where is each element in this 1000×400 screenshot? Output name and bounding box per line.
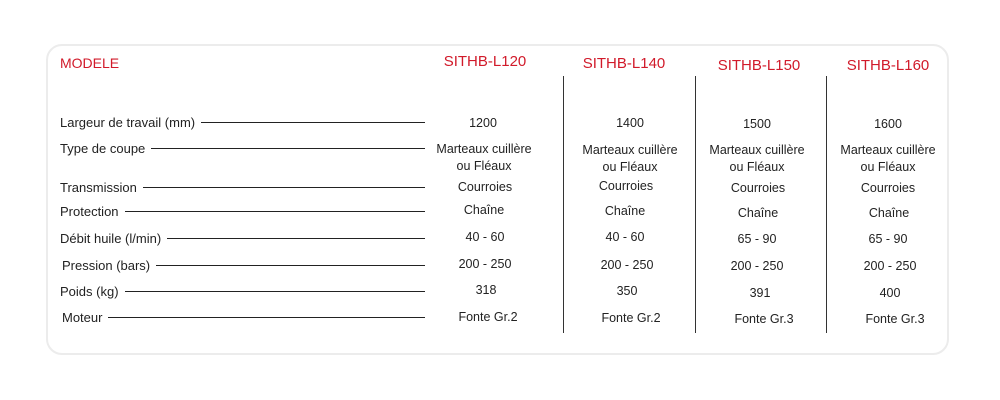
spec-cell: Chaîne — [463, 203, 505, 217]
spec-label-text: Poids (kg) — [60, 284, 119, 299]
spec-label-text: Type de coupe — [60, 141, 146, 156]
spec-row-label: Débit huile (l/min) — [60, 231, 425, 246]
spec-cell: 350 — [616, 284, 638, 298]
leader-line — [151, 148, 425, 149]
spec-cell: Marteaux cuillère ou Fléaux — [436, 142, 532, 173]
leader-line — [167, 238, 425, 239]
spec-row-label: Largeur de travail (mm) — [60, 115, 425, 130]
leader-line — [108, 317, 425, 318]
spec-label-text: Largeur de travail (mm) — [60, 115, 196, 130]
spec-cell: 40 - 60 — [605, 230, 645, 244]
spec-row-label: Protection — [60, 204, 425, 219]
column-separator — [563, 76, 564, 333]
spec-table-card — [46, 44, 949, 355]
spec-row-label: Poids (kg) — [60, 284, 425, 299]
spec-cell: Marteaux cuillère ou Fléaux — [582, 143, 678, 174]
spec-cell: 391 — [749, 286, 771, 300]
leader-line — [156, 265, 425, 266]
spec-cell: Chaîne — [604, 204, 646, 218]
column-separator — [695, 76, 696, 333]
spec-cell: Fonte Gr.2 — [458, 310, 518, 324]
spec-row-label: Moteur — [62, 310, 425, 325]
leader-line — [201, 122, 425, 123]
model-name-sithb-l150: SITHB-L150 — [717, 57, 801, 74]
spec-cell: 1600 — [874, 117, 902, 131]
spec-label-text: Protection — [60, 204, 119, 219]
model-column-header: MODELE — [60, 55, 120, 71]
spec-cell: 318 — [475, 283, 497, 297]
model-name-sithb-l160: SITHB-L160 — [846, 57, 930, 74]
spec-cell: 400 — [879, 286, 901, 300]
model-name-sithb-l120: SITHB-L120 — [443, 53, 527, 70]
spec-cell: 1500 — [743, 117, 771, 131]
spec-cell: Fonte Gr.2 — [601, 311, 661, 325]
model-name-sithb-l140: SITHB-L140 — [582, 55, 666, 72]
spec-label-text: Débit huile (l/min) — [60, 231, 162, 246]
spec-cell: Chaîne — [737, 206, 779, 220]
spec-cell: Courroies — [860, 181, 916, 195]
spec-cell: 65 - 90 — [868, 232, 908, 246]
column-separator — [826, 76, 827, 333]
spec-cell: Courroies — [730, 181, 786, 195]
spec-cell: 200 - 250 — [863, 259, 917, 273]
spec-cell: Chaîne — [868, 206, 910, 220]
spec-cell: 1200 — [469, 116, 497, 130]
spec-cell: Fonte Gr.3 — [734, 312, 794, 326]
leader-line — [124, 211, 425, 212]
spec-cell: 40 - 60 — [465, 230, 505, 244]
spec-cell: 1400 — [616, 116, 644, 130]
spec-cell: Marteaux cuillère ou Fléaux — [840, 143, 936, 174]
leader-line — [142, 187, 425, 188]
spec-cell: 200 - 250 — [600, 258, 654, 272]
spec-label-text: Moteur — [62, 310, 103, 325]
spec-cell: Marteaux cuillère ou Fléaux — [709, 143, 805, 174]
spec-cell: 200 - 250 — [458, 257, 512, 271]
spec-cell: Courroies — [598, 179, 654, 193]
spec-label-text: Pression (bars) — [62, 258, 151, 273]
spec-label-text: Transmission — [60, 180, 137, 195]
leader-line — [124, 291, 425, 292]
spec-row-label: Type de coupe — [60, 141, 425, 156]
spec-row-label: Transmission — [60, 180, 425, 195]
spec-row-label: Pression (bars) — [62, 258, 425, 273]
spec-cell: Fonte Gr.3 — [865, 312, 925, 326]
spec-cell: 65 - 90 — [737, 232, 777, 246]
spec-cell: 200 - 250 — [730, 259, 784, 273]
spec-cell: Courroies — [457, 180, 513, 194]
